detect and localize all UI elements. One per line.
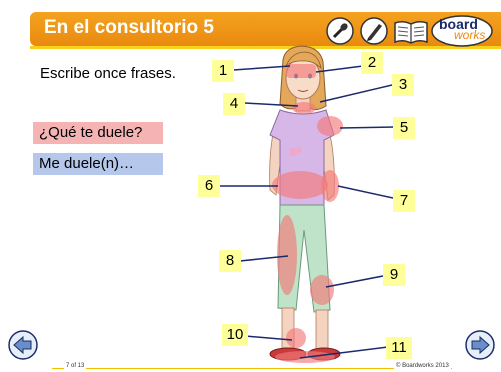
label-9: 9 [383, 264, 405, 286]
label-10: 10 [222, 324, 248, 346]
book-icon[interactable] [393, 19, 429, 45]
label-4: 4 [223, 93, 245, 115]
next-arrow-icon[interactable] [465, 330, 495, 360]
label-2: 2 [361, 52, 383, 74]
label-5: 5 [393, 117, 415, 139]
label-1: 1 [212, 60, 234, 82]
label-3: 3 [392, 74, 414, 96]
footer-line [52, 368, 452, 369]
logo-text-board: board [439, 16, 478, 32]
label-8: 8 [219, 250, 241, 272]
answer-phrase: Me duele(n)… [33, 153, 163, 175]
logo-text-works: works [454, 28, 486, 42]
microphone-icon[interactable] [326, 17, 354, 45]
prev-arrow-icon[interactable] [8, 330, 38, 360]
pen-icon[interactable] [360, 17, 388, 45]
instruction-text: Escribe once frases. [40, 65, 176, 82]
header: En el consultorio 5 board works [0, 0, 501, 49]
title-underline [30, 46, 501, 49]
boardworks-logo: board works [430, 14, 494, 48]
page-number: 7 of 13 [64, 363, 87, 369]
question-phrase: ¿Qué te duele? [33, 122, 163, 144]
label-7: 7 [393, 190, 415, 212]
label-11: 11 [386, 337, 412, 359]
page-title: En el consultorio 5 [44, 17, 214, 38]
label-6: 6 [198, 175, 220, 197]
copyright-text: © Boardworks 2013 [394, 363, 451, 369]
